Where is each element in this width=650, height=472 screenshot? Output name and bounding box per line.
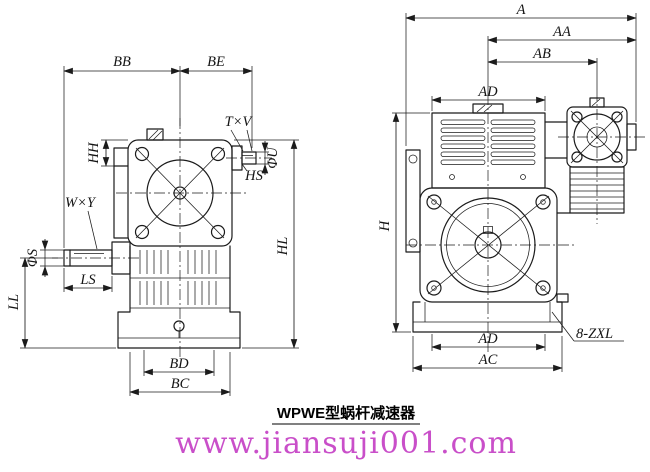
- dim-ac: AC: [412, 336, 563, 372]
- breather-plug: [146, 128, 164, 141]
- worm-top-plug: [589, 97, 605, 108]
- left-bearing-flange: [113, 147, 129, 239]
- dim-label-aa: AA: [552, 24, 571, 40]
- dim-be: BE: [179, 54, 253, 148]
- oil-fill-cap: [472, 103, 504, 114]
- dim-label-ll: LL: [6, 294, 22, 311]
- dim-bd: BD: [143, 350, 215, 376]
- dim-label-h: H: [377, 219, 393, 232]
- dim-label-txv: T×V: [225, 114, 254, 130]
- dim-label-hs: HS: [244, 168, 263, 184]
- dim-ll: LL: [6, 257, 116, 349]
- left-view: BB BE HH T×V ΦU HS: [6, 54, 299, 396]
- dim-phi-u: ΦU: [256, 141, 281, 175]
- dim-label-bb: BB: [113, 54, 131, 70]
- dim-a: A: [405, 2, 637, 146]
- dim-label-bd: BD: [169, 356, 189, 372]
- site-watermark: www.jiansuji001.com: [175, 426, 517, 461]
- dim-hl: HL: [234, 139, 299, 349]
- right-view-centerlines: [406, 90, 646, 352]
- worm-cooling-fins: [556, 166, 625, 214]
- dim-label-zxl: 8-ZXL: [576, 326, 613, 342]
- dim-h: H: [377, 112, 430, 333]
- dim-bc: BC: [129, 352, 231, 396]
- dim-label-ad-bottom: AD: [477, 331, 498, 347]
- right-view-base: [412, 293, 569, 333]
- worm-bearing-cap: [626, 123, 637, 151]
- right-view-worm-end-flange: [544, 97, 637, 214]
- dim-label-ls: LS: [79, 272, 96, 288]
- left-view-cooling-fins: [129, 245, 231, 313]
- left-view-base: [117, 311, 241, 349]
- drain-plug: [173, 320, 185, 332]
- dim-label-ab: AB: [532, 46, 551, 62]
- dim-label-ad-top: AD: [477, 84, 498, 100]
- vent-louvers: [440, 119, 536, 165]
- dim-ad-top: AD: [431, 84, 546, 111]
- right-view-left-flange: [405, 149, 421, 253]
- figure-caption: WPWE型蜗杆减速器: [277, 404, 416, 422]
- left-view-gear-housing: [113, 128, 233, 247]
- left-view-centerlines: [52, 118, 272, 360]
- figure-titles: WPWE型蜗杆减速器 www.jiansuji001.com: [175, 404, 517, 461]
- dim-wxy: W×Y: [65, 195, 98, 250]
- right-view: A AA AB AD H AD: [377, 2, 646, 372]
- right-view-main-housing: [419, 187, 558, 303]
- label-mounting-holes: 8-ZXL: [551, 311, 624, 342]
- dim-txv: T×V: [225, 114, 254, 152]
- dim-label-a: A: [516, 2, 526, 18]
- dim-ls: LS: [63, 268, 113, 292]
- dim-label-phi-u: ΦU: [265, 146, 281, 169]
- dim-aa: AA: [487, 24, 637, 94]
- base-side-lug: [556, 293, 569, 303]
- dim-hs: HS: [241, 163, 264, 184]
- right-view-vented-top-box: [431, 103, 546, 189]
- dim-label-be: BE: [207, 54, 225, 70]
- dim-label-hh: HH: [86, 141, 102, 164]
- dim-label-ac: AC: [478, 352, 498, 368]
- dim-ad-bottom: AD: [431, 331, 546, 351]
- dim-ab: AB: [487, 46, 598, 90]
- dim-label-bc: BC: [171, 376, 190, 392]
- keyway-notch: [483, 226, 493, 234]
- dim-bb: BB: [63, 54, 181, 248]
- dim-hh: HH: [86, 139, 128, 167]
- dim-label-hl: HL: [275, 237, 291, 257]
- dim-label-wxy: W×Y: [65, 195, 97, 211]
- left-view-worm-shaft-right: [231, 145, 257, 171]
